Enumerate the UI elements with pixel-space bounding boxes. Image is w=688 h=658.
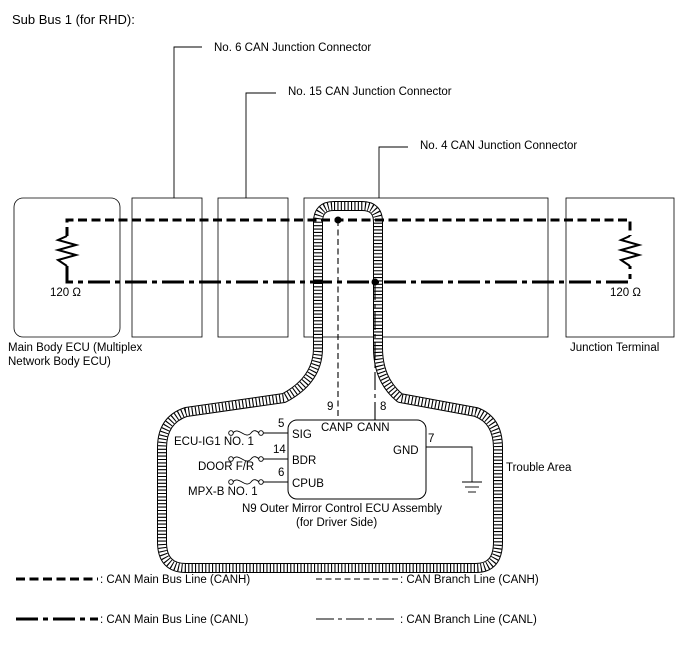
main-body-ecu-resistor-label: 120 Ω [50, 287, 81, 299]
fuse-mpx-b [228, 479, 288, 485]
no4-junction-connector-box [303, 197, 549, 338]
ecu-name-line-1: N9 Outer Mirror Control ECU Assembly [242, 503, 442, 515]
fuse-icon [232, 430, 260, 436]
canp-pin-label: CANP [321, 422, 353, 434]
no4-connector-label: No. 4 CAN Junction Connector [420, 140, 577, 152]
fuse-door-fr [228, 456, 288, 462]
bdr-pin-number: 14 [273, 444, 286, 456]
fuse-terminal-icon [228, 479, 234, 485]
no15-leader-line [245, 92, 276, 198]
fuse-terminal-icon [228, 430, 234, 436]
fuse-terminal-icon [258, 430, 264, 436]
main-body-ecu-label-2: Network Body ECU) [8, 356, 111, 368]
resistor-icon [54, 235, 80, 267]
fuse-icon [232, 479, 260, 485]
junction-terminal-label: Junction Terminal [570, 342, 659, 354]
fuse-mpx-b-label: MPX-B NO. 1 [188, 486, 258, 498]
can-main-bus-canh [65, 218, 632, 236]
fuse-terminal-icon [258, 456, 264, 462]
diagram-title: Sub Bus 1 (for RHD): [12, 12, 135, 27]
cpub-pin-number: 6 [278, 467, 284, 479]
no4-leader-line [378, 146, 408, 198]
can-main-bus-canl [65, 266, 632, 284]
bdr-pin-label: BDR [292, 455, 316, 467]
cann-pin-number: 8 [380, 401, 386, 413]
cann-pin-label: CANN [357, 422, 390, 434]
gnd-pin-number: 7 [428, 433, 434, 445]
no15-connector-label: No. 15 CAN Junction Connector [288, 86, 452, 98]
gnd-pin-label: GND [393, 445, 419, 457]
canp-pin-number: 9 [327, 401, 333, 413]
fuse-ecu-ig1 [228, 430, 288, 436]
trouble-area-outline [157, 201, 503, 573]
trouble-area-label: Trouble Area [506, 462, 572, 474]
ground-icon [462, 481, 482, 493]
cpub-pin-label: CPUB [292, 478, 324, 490]
fuse-ecu-ig1-label: ECU-IG1 NO. 1 [174, 436, 254, 448]
sig-pin-number: 5 [278, 418, 284, 430]
sig-pin-label: SIG [292, 429, 312, 441]
no6-connector-label: No. 6 CAN Junction Connector [214, 42, 371, 54]
junction-terminal-resistor-label: 120 Ω [610, 287, 641, 299]
ecu-name-line-2: (for Driver Side) [296, 517, 377, 529]
legend-branch-canl: : CAN Branch Line (CANL) [400, 614, 537, 626]
gnd-wire [426, 446, 473, 482]
legend-main-canl: : CAN Main Bus Line (CANL) [100, 614, 248, 626]
fuse-terminal-icon [258, 479, 264, 485]
legend-main-canh: : CAN Main Bus Line (CANH) [100, 574, 250, 586]
main-body-ecu-label-1: Main Body ECU (Multiplex [8, 342, 142, 354]
resistor-icon [617, 235, 643, 267]
fuse-icon [232, 456, 260, 462]
fuse-door-fr-label: DOOR F/R [198, 461, 254, 473]
no6-leader-line [173, 46, 202, 198]
outer-mirror-ecu-box [287, 419, 427, 500]
legend-branch-canh: : CAN Branch Line (CANH) [400, 574, 539, 586]
no15-junction-connector-box [217, 197, 289, 338]
